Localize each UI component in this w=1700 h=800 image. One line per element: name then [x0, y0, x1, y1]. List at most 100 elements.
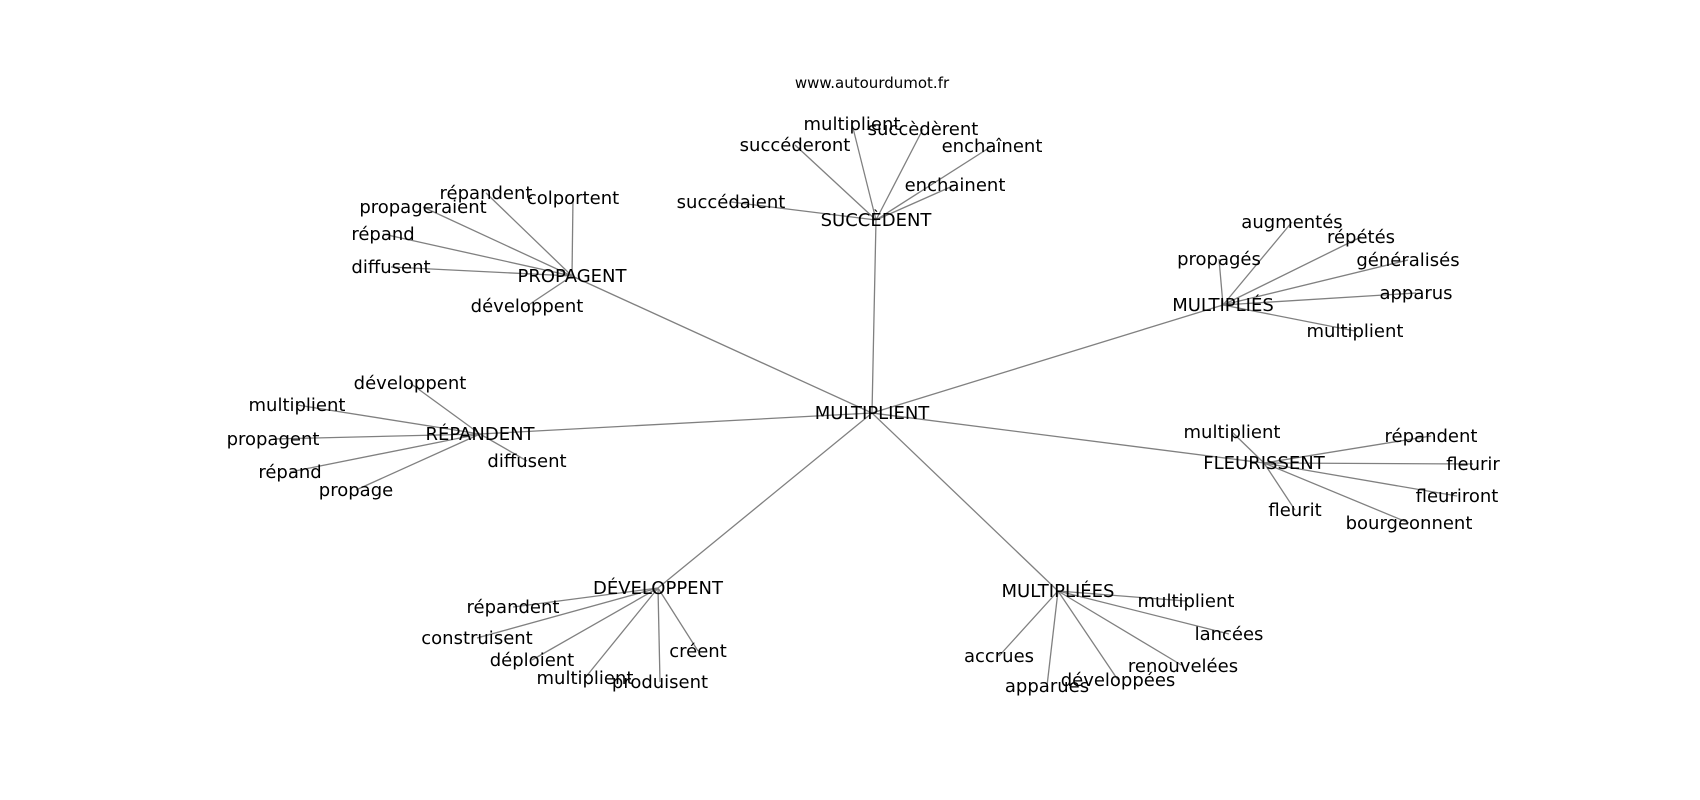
labels-layer: www.autourdumot.fr MULTIPLIENT multiplie…: [227, 74, 1501, 697]
edge-hub-to-leaf: [875, 128, 924, 221]
leaf-node-label: diffusent: [487, 451, 566, 472]
leaf-node-label: accrues: [964, 646, 1034, 667]
leaf-node-label: répandent: [1385, 426, 1478, 447]
edge-hub-to-leaf: [571, 197, 574, 277]
edge-hub-to-leaf: [479, 433, 528, 462]
edge-hub-to-leaf: [1057, 590, 1230, 635]
leaf-node-label: multiplient: [1138, 591, 1235, 612]
leaf-node-label: bourgeonnent: [1346, 513, 1473, 534]
edge-hub-to-leaf: [730, 201, 877, 221]
leaf-node-label: multiplient: [1184, 422, 1281, 443]
leaf-node-label: propage: [319, 480, 393, 501]
hub-node-label: SUCCÈDENT: [821, 209, 933, 231]
edge-hub-to-leaf: [794, 144, 877, 221]
leaf-node-label: colportent: [527, 188, 619, 209]
leaf-node-label: succédaient: [677, 192, 786, 213]
edge-hub-to-leaf: [1057, 590, 1119, 681]
leaf-node-label: apparues: [1005, 676, 1089, 697]
edge-hub-to-leaf: [390, 266, 573, 277]
edge-hub-to-leaf: [875, 145, 993, 221]
edge-hub-to-leaf: [1222, 236, 1362, 306]
edge-hub-to-leaf: [289, 433, 481, 473]
edge-hub-to-leaf: [531, 587, 659, 661]
edge-hub-to-leaf: [1222, 221, 1293, 306]
edge-center-to-hub: [871, 304, 1224, 414]
edge-hub-to-leaf: [272, 433, 481, 440]
edge-hub-to-leaf: [526, 275, 573, 307]
leaf-node-label: succèdèrent: [868, 119, 979, 140]
hub-node-label: MULTIPLIÉES: [1002, 580, 1115, 602]
edge-hub-to-leaf: [296, 404, 481, 435]
leaf-node-label: diffusent: [351, 257, 430, 278]
leaf-node-label: renouvelées: [1128, 656, 1238, 677]
edge-hub-to-leaf: [1218, 258, 1224, 306]
leaf-node-label: développent: [471, 296, 584, 317]
leaf-node-label: fleurir: [1446, 454, 1500, 475]
edge-hub-to-leaf: [1222, 304, 1356, 332]
edge-center-to-hub: [479, 412, 873, 435]
leaf-node-label: propagent: [227, 429, 320, 450]
leaf-node-label: propagés: [1177, 249, 1261, 270]
hub-node-label: PROPAGENT: [517, 266, 627, 287]
leaf-node-label: enchaînent: [942, 136, 1043, 157]
leaf-node-label: répétés: [1327, 227, 1395, 248]
source-url: www.autourdumot.fr: [795, 74, 950, 92]
edge-hub-to-leaf: [409, 382, 481, 435]
leaf-node-label: produisent: [612, 672, 708, 693]
edge-hub-to-leaf: [584, 587, 659, 679]
edge-hub-to-leaf: [851, 123, 877, 221]
leaf-node-label: augmentés: [1241, 212, 1342, 233]
edge-hub-to-leaf: [1222, 259, 1409, 306]
edge-hub-to-leaf: [657, 587, 699, 652]
edge-hub-to-leaf: [1222, 292, 1417, 306]
edge-center-to-hub: [571, 275, 873, 414]
edge-hub-to-leaf: [1057, 590, 1184, 667]
edge-hub-to-leaf: [1263, 462, 1474, 465]
leaf-node-label: répandent: [467, 597, 560, 618]
leaf-node-label: développent: [354, 373, 467, 394]
leaf-node-label: répandent: [440, 183, 533, 204]
edge-center-to-hub: [871, 412, 1059, 592]
leaf-node-label: construisent: [421, 628, 532, 649]
leaf-node-label: développées: [1061, 670, 1176, 691]
edge-center-to-hub: [871, 412, 1265, 464]
edges-layer: [272, 123, 1474, 687]
leaf-node-label: multiplient: [249, 395, 346, 416]
leaf-node-label: créent: [669, 641, 727, 662]
edge-hub-to-leaf: [1231, 431, 1265, 464]
leaf-node-label: répand: [258, 462, 321, 483]
edge-hub-to-leaf: [355, 433, 481, 491]
edge-hub-to-leaf: [1263, 435, 1432, 464]
leaf-node-label: fleurit: [1268, 500, 1321, 521]
leaf-node-label: lancées: [1195, 624, 1264, 645]
leaf-node-label: déploient: [490, 650, 574, 671]
edge-hub-to-leaf: [1046, 590, 1059, 687]
edge-hub-to-leaf: [382, 233, 573, 277]
center-node-label: MULTIPLIENT: [815, 403, 931, 424]
leaf-node-label: répand: [351, 224, 414, 245]
leaf-node-label: généralisés: [1356, 250, 1459, 271]
leaf-node-label: apparus: [1379, 283, 1452, 304]
edge-center-to-hub: [657, 412, 873, 589]
hub-node-label: FLEURISSENT: [1203, 453, 1325, 474]
leaf-node-label: succéderont: [740, 135, 851, 156]
leaf-node-label: multiplient: [537, 668, 634, 689]
edge-hub-to-leaf: [512, 587, 659, 608]
edge-hub-to-leaf: [1263, 462, 1296, 511]
hub-node-label: DÉVELOPPENT: [593, 577, 724, 599]
leaf-node-label: propageraient: [359, 197, 486, 218]
edge-hub-to-leaf: [422, 206, 573, 277]
edge-hub-to-leaf: [657, 587, 661, 683]
edge-hub-to-leaf: [1263, 462, 1458, 497]
edge-hub-to-leaf: [998, 590, 1059, 657]
leaf-node-label: enchainent: [905, 175, 1006, 196]
hub-node-label: MULTIPLIÉS: [1172, 294, 1274, 316]
edge-hub-to-leaf: [476, 587, 659, 639]
leaf-node-label: fleuriront: [1416, 486, 1499, 507]
edge-hub-to-leaf: [485, 192, 573, 277]
leaf-node-label: multiplient: [804, 114, 901, 135]
edge-hub-to-leaf: [1057, 590, 1187, 602]
hub-node-label: RÉPANDENT: [425, 423, 535, 445]
